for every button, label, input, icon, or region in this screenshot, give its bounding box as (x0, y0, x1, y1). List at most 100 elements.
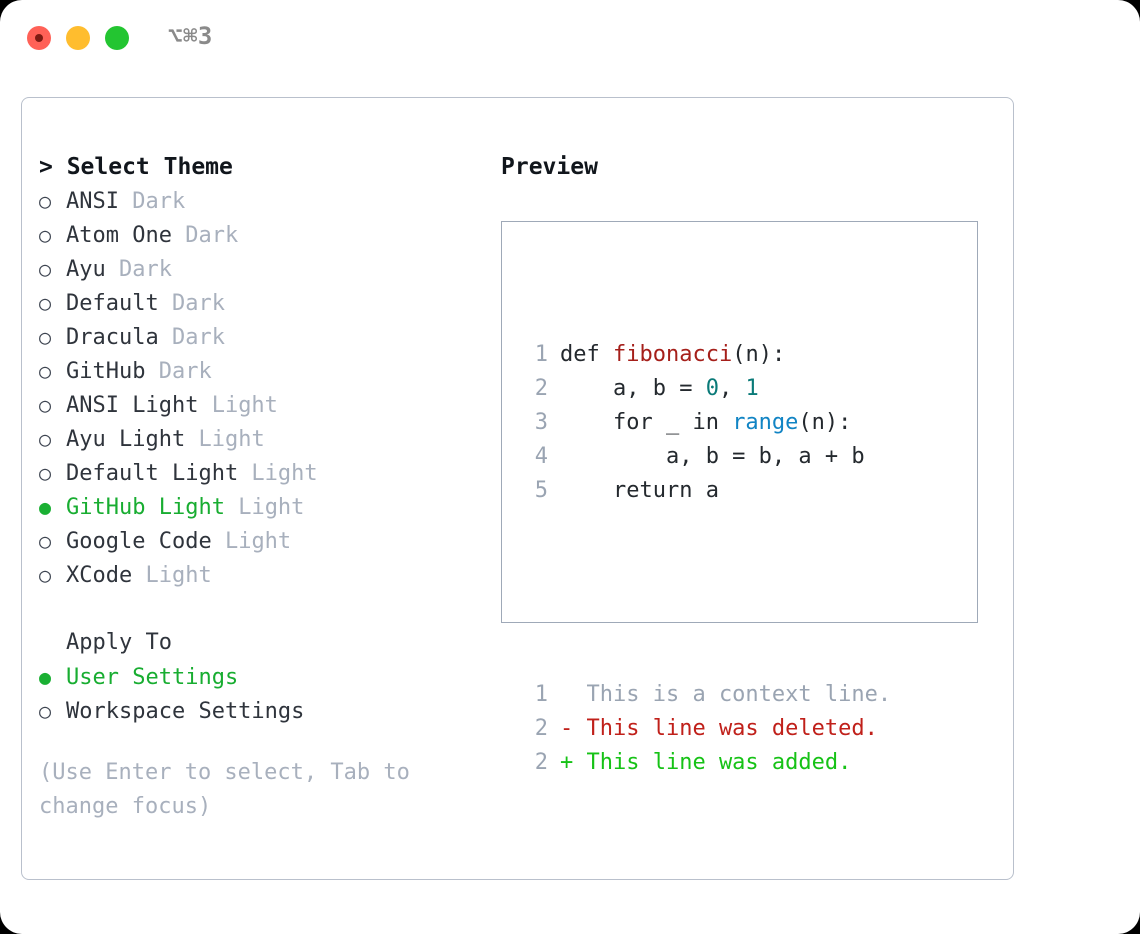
theme-name-label: Ayu (66, 257, 106, 282)
apply-to-option-row[interactable]: ● User Settings (39, 660, 489, 694)
theme-name-label: Dracula (66, 325, 159, 350)
theme-selection-column: > Select Theme ○ANSI Dark○Atom One Dark○… (39, 150, 489, 824)
radio-unselected-icon[interactable]: ○ (39, 291, 52, 315)
theme-option-row[interactable]: ○Default Dark (39, 286, 489, 320)
code-line: 2 a, b = 0, 1 (520, 372, 891, 406)
traffic-light-buttons (27, 26, 129, 50)
theme-variant-label: Light (224, 495, 305, 520)
preview-header: Preview (501, 154, 598, 180)
line-number: 2 (534, 716, 548, 741)
theme-option-row[interactable]: ○ Default Light Light (39, 456, 489, 490)
radio-unselected-icon[interactable]: ○ (39, 529, 52, 553)
diff-line-text: + This line was added. (560, 750, 852, 775)
radio-unselected-icon[interactable]: ○ (39, 359, 52, 383)
radio-unselected-icon[interactable]: ○ (39, 461, 52, 485)
theme-option-row[interactable]: ○ ANSI Light Light (39, 388, 489, 422)
theme-variant-label: Light (211, 529, 292, 554)
code-token-plain: (n): (732, 342, 786, 367)
line-number: 3 (534, 410, 548, 435)
radio-unselected-icon[interactable]: ○ (39, 189, 52, 213)
code-token-plain: return a (560, 478, 719, 503)
code-diff-separator (520, 576, 891, 610)
theme-name-label: Google Code (66, 529, 212, 554)
diff-line-text: - This line was deleted. (560, 716, 878, 741)
theme-option-row[interactable]: ○XCode Light (39, 558, 489, 592)
theme-variant-label: Dark (158, 325, 225, 350)
code-line: 4 a, b = b, a + b (520, 440, 891, 474)
code-token-plain: (n): (798, 410, 852, 435)
theme-option-row[interactable]: ○ Google Code Light (39, 524, 489, 558)
code-line-text: for _ in range(n): (560, 406, 851, 440)
theme-name-label: GitHub (66, 359, 146, 384)
theme-name-label: Ayu Light (66, 427, 186, 452)
theme-name-label: ANSI Light (66, 393, 199, 418)
line-number: 2 (534, 376, 548, 401)
theme-option-row[interactable]: ○ Ayu Light Light (39, 422, 489, 456)
radio-unselected-icon[interactable]: ○ (39, 223, 52, 247)
theme-name-label: GitHub Light (66, 495, 225, 520)
radio-unselected-icon[interactable]: ○ (39, 699, 52, 723)
code-line-text: a, b = 0, 1 (560, 372, 759, 406)
radio-unselected-icon[interactable]: ○ (39, 257, 52, 281)
theme-variant-label: Dark (171, 223, 239, 248)
code-token-num: 0 (705, 376, 719, 401)
diff-line-added: 2 + This line was added. (520, 746, 891, 780)
theme-name-label: Default (66, 291, 159, 316)
theme-name-label: Default Light (66, 461, 239, 486)
theme-option-row[interactable]: ○ Dracula Dark (39, 320, 489, 354)
radio-unselected-icon[interactable]: ○ (39, 563, 52, 587)
line-number: 1 (534, 682, 548, 707)
code-line: 5 return a (520, 474, 891, 508)
code-line: 3 for _ in range(n): (520, 406, 891, 440)
radio-unselected-icon[interactable]: ○ (39, 393, 52, 417)
apply-to-heading: Apply To (66, 630, 172, 655)
radio-selected-icon[interactable]: ● (39, 495, 52, 519)
list-spacer (39, 592, 489, 626)
diff-line-context: 1 This is a context line. (520, 678, 891, 712)
theme-picker-card: > Select Theme ○ANSI Dark○Atom One Dark○… (21, 97, 1014, 880)
code-line-text: def fibonacci(n): (560, 338, 785, 372)
line-number: 4 (534, 444, 548, 469)
line-number: 5 (534, 478, 548, 503)
radio-unselected-icon[interactable]: ○ (39, 325, 52, 349)
apply-to-label: User Settings (66, 665, 239, 690)
apply-to-option-row[interactable]: ○ Workspace Settings (39, 694, 489, 728)
theme-name-label: Atom One (66, 223, 172, 248)
apply-to-options: ● User Settings ○ Workspace Settings (39, 660, 489, 728)
theme-option-row[interactable]: ○ Ayu Dark (39, 252, 489, 286)
line-number: 2 (534, 750, 548, 775)
theme-variant-label: Light (185, 427, 265, 452)
code-token-plain: , (718, 376, 746, 401)
diff-line-text: This is a context line. (560, 682, 892, 707)
theme-variant-label: Dark (145, 359, 212, 384)
radio-selected-icon[interactable]: ● (39, 665, 52, 689)
theme-list: ○ANSI Dark○Atom One Dark○Ayu Dark○Defaul… (39, 184, 489, 592)
radio-unselected-icon[interactable]: ○ (39, 427, 52, 451)
maximize-button-icon[interactable] (105, 26, 129, 50)
code-token-plain: a, b = b, a + b (560, 444, 865, 469)
code-line-text: a, b = b, a + b (560, 440, 865, 474)
theme-variant-label: Dark (105, 257, 172, 282)
apply-to-label: Workspace Settings (66, 699, 305, 724)
theme-variant-label: Light (198, 393, 278, 418)
select-theme-header: > Select Theme (39, 154, 233, 180)
theme-variant-label: Light (238, 461, 318, 486)
theme-option-row[interactable]: ○ANSI Dark (39, 184, 489, 218)
theme-option-row[interactable]: ● GitHub Light Light (39, 490, 489, 524)
theme-option-row[interactable]: ○ Atom One Dark (39, 218, 489, 252)
code-token-plain: for _ in (560, 410, 733, 435)
theme-variant-label: Dark (118, 189, 186, 214)
code-line: 1 def fibonacci(n): (520, 338, 891, 372)
theme-option-row[interactable]: ○ GitHub Dark (39, 354, 489, 388)
diff-lines: 1 This is a context line. 2 - This line wa… (520, 678, 891, 780)
close-button-icon[interactable] (27, 26, 51, 50)
line-number: 1 (534, 342, 548, 367)
keyboard-shortcut-label: ⌥⌘3 (168, 22, 213, 50)
minimize-button-icon[interactable] (66, 26, 90, 50)
title-bar: ⌥⌘3 (0, 0, 1140, 78)
